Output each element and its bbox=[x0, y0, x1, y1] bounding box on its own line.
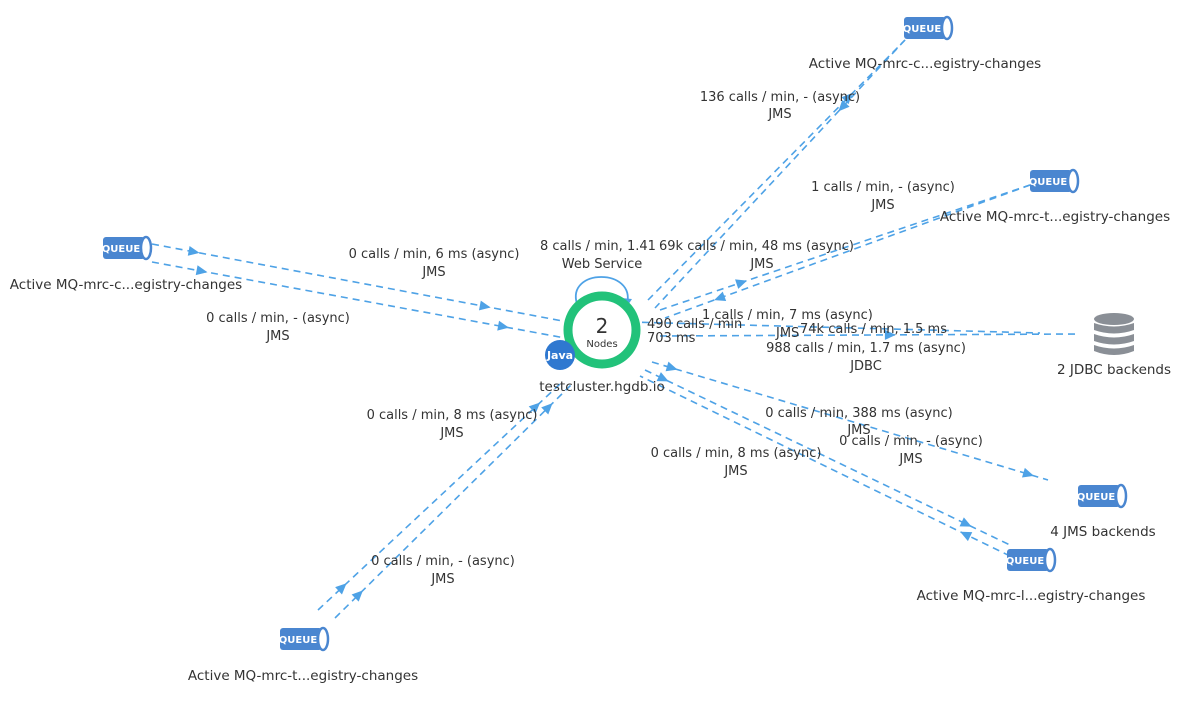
queue-node-top[interactable]: QUEUE Active MQ-mrc-c...egistry-changes bbox=[809, 15, 1041, 72]
edge-label: 1 calls / min, - (async) bbox=[811, 180, 955, 195]
svg-text:QUEUE: QUEUE bbox=[1029, 177, 1068, 188]
queue-node-label: Active MQ-mrc-l...egistry-changes bbox=[917, 588, 1146, 604]
edge-label: 69k calls / min, 48 ms (async) bbox=[659, 239, 854, 254]
node-count: 2 bbox=[596, 314, 609, 338]
queue-icon: QUEUE bbox=[1029, 168, 1080, 194]
edge-label: 0 calls / min, - (async) bbox=[371, 554, 515, 569]
queue-node-label: Active MQ-mrc-c...egistry-changes bbox=[809, 56, 1041, 72]
edge-arrowhead bbox=[884, 329, 896, 340]
queue-icon: QUEUE bbox=[903, 15, 954, 41]
edge-label-protocol: JMS bbox=[749, 257, 773, 272]
edge-label: 0 calls / min, - (async) bbox=[206, 311, 350, 326]
edge-label: 0 calls / min, 8 ms (async) bbox=[367, 408, 538, 423]
edge-arrowhead bbox=[541, 403, 553, 415]
queue-node-bottom-right[interactable]: QUEUE Active MQ-mrc-l...egistry-changes bbox=[917, 547, 1146, 604]
queue-node-left[interactable]: QUEUE Active MQ-mrc-c...egistry-changes bbox=[10, 235, 242, 293]
edge-label: 136 calls / min, - (async) bbox=[700, 90, 860, 105]
edge-line[interactable] bbox=[651, 361, 1049, 481]
center-ring bbox=[563, 291, 641, 369]
edge-arrowhead bbox=[195, 265, 208, 276]
java-icon: Java bbox=[546, 349, 573, 362]
edge-line[interactable] bbox=[629, 321, 1041, 334]
edge-label: 988 calls / min, 1.7 ms (async) bbox=[766, 341, 966, 356]
edge-label: 1 calls / min, 7 ms (async) bbox=[702, 308, 873, 323]
svg-text:QUEUE: QUEUE bbox=[1077, 492, 1116, 503]
edge-label-protocol: JMS bbox=[846, 423, 870, 438]
edge-label-protocol: JMS bbox=[767, 107, 791, 122]
edge-line[interactable] bbox=[664, 184, 1031, 319]
edge-label-protocol: JMS bbox=[775, 326, 799, 341]
edge-arrowhead bbox=[351, 590, 363, 602]
edge-label-protocol: JMS bbox=[439, 426, 463, 441]
edge-line[interactable] bbox=[334, 383, 573, 619]
center-node[interactable]: 2 Nodes Java testcluster.hgdb.io bbox=[539, 291, 665, 395]
edge-label-protocol: JMS bbox=[265, 329, 289, 344]
edge-arrowhead bbox=[959, 517, 972, 527]
edge-line[interactable] bbox=[151, 243, 569, 323]
edge-arrowhead bbox=[497, 320, 509, 331]
java-badge bbox=[545, 340, 575, 370]
svg-text:QUEUE: QUEUE bbox=[279, 635, 318, 646]
edge-label: 0 calls / min, - (async) bbox=[839, 434, 983, 449]
nodes-label: Nodes bbox=[586, 339, 617, 350]
jms-backends-node[interactable]: QUEUE 4 JMS backends bbox=[1050, 483, 1156, 540]
queue-icon: QUEUE bbox=[279, 626, 330, 652]
queue-node-label: Active MQ-mrc-t...egistry-changes bbox=[940, 209, 1170, 225]
edge-arrowhead bbox=[187, 245, 200, 256]
edge-arrowhead bbox=[714, 291, 727, 302]
database-icon bbox=[1094, 313, 1134, 355]
edge-line[interactable] bbox=[647, 39, 906, 301]
edge-arrowhead bbox=[335, 583, 347, 595]
edge-label-protocol: Web Service bbox=[562, 257, 643, 272]
edge-label-protocol: JMS bbox=[898, 452, 922, 467]
database-node-label: 2 JDBC backends bbox=[1057, 362, 1171, 378]
queue-node-bottom-left[interactable]: QUEUE Active MQ-mrc-t...egistry-changes bbox=[188, 626, 418, 684]
edge-arrowhead bbox=[841, 92, 853, 105]
edge-line[interactable] bbox=[644, 369, 1011, 546]
edge-line[interactable] bbox=[654, 39, 906, 309]
queue-node-label: Active MQ-mrc-t...egistry-changes bbox=[188, 668, 418, 684]
edge-arrowhead bbox=[665, 361, 678, 372]
edge-arrowhead bbox=[838, 99, 850, 112]
edge-label-protocol: JDBC bbox=[849, 359, 882, 374]
queue-node-label: Active MQ-mrc-c...egistry-changes bbox=[10, 277, 242, 293]
queue-node-right-top[interactable]: QUEUE Active MQ-mrc-t...egistry-changes bbox=[940, 168, 1170, 225]
edge-arrowhead bbox=[656, 372, 669, 382]
edge-line[interactable] bbox=[659, 333, 1079, 337]
edge-arrowhead bbox=[478, 300, 491, 311]
edge-label: 0 calls / min, 6 ms (async) bbox=[349, 247, 520, 262]
edge-label: 74k calls / min, 1.5 ms bbox=[800, 322, 947, 337]
edge-labels: 136 calls / min, - (async) JMS 1 calls /… bbox=[206, 90, 983, 587]
edge-label: 0 calls / min, 388 ms (async) bbox=[765, 406, 952, 421]
edge-arrowhead bbox=[960, 531, 973, 542]
svg-text:QUEUE: QUEUE bbox=[903, 24, 942, 35]
edge-label: 0 calls / min, 8 ms (async) bbox=[651, 446, 822, 461]
edge-label: 490 calls / min bbox=[647, 317, 742, 332]
edge-arrowhead bbox=[1021, 467, 1034, 478]
queue-node-label: 4 JMS backends bbox=[1050, 524, 1155, 540]
svg-text:QUEUE: QUEUE bbox=[102, 244, 141, 255]
edge-line[interactable] bbox=[659, 184, 1031, 311]
center-node-name: testcluster.hgdb.io bbox=[539, 379, 664, 395]
edge-line[interactable] bbox=[639, 375, 1011, 557]
edge-arrowhead bbox=[528, 402, 541, 414]
edge-line[interactable] bbox=[151, 261, 566, 339]
edge-label: 8 calls / min, 1.41 bbox=[540, 239, 656, 254]
edge-arrowhead bbox=[735, 279, 748, 289]
queue-icon: QUEUE bbox=[1077, 483, 1128, 509]
edge-label-protocol: JMS bbox=[870, 198, 894, 213]
queue-icon: QUEUE bbox=[1006, 547, 1057, 573]
edge-label-protocol: JMS bbox=[430, 572, 454, 587]
connection-lines bbox=[151, 39, 1079, 619]
edge-label-protocol: JMS bbox=[723, 464, 747, 479]
svg-text:QUEUE: QUEUE bbox=[1006, 556, 1045, 567]
jdbc-backends-node[interactable]: 2 JDBC backends bbox=[1057, 313, 1171, 378]
edge-label-protocol: JMS bbox=[421, 265, 445, 280]
queue-icon: QUEUE bbox=[102, 235, 153, 261]
edge-label-latency: 703 ms bbox=[647, 331, 696, 346]
